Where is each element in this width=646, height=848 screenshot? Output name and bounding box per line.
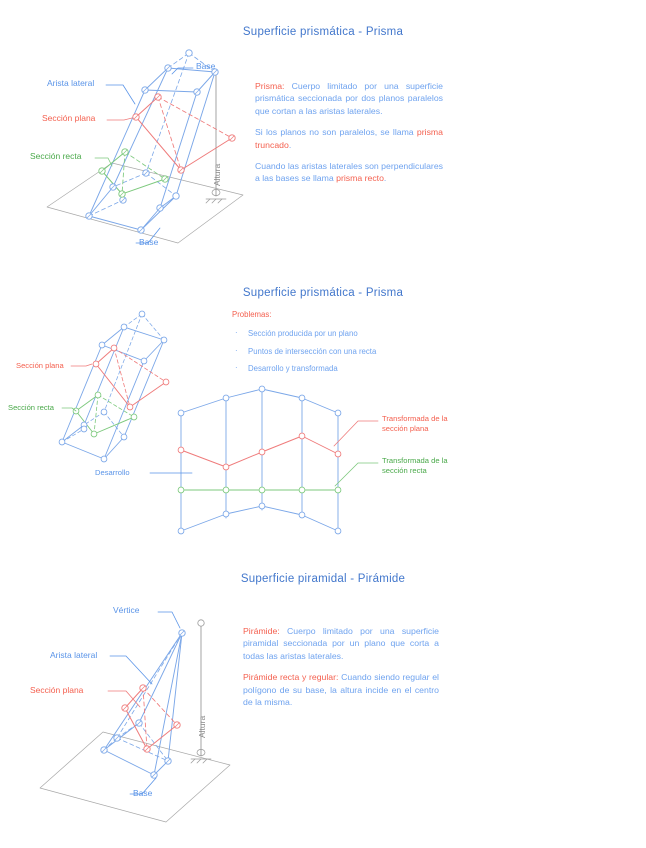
label-altura: Altura bbox=[212, 163, 222, 186]
label2-desarrollo: Desarrollo bbox=[95, 468, 130, 477]
transformada-plana-line2: sección plana bbox=[382, 423, 429, 433]
label2-transformada-plana: Transformada de la sección plana bbox=[382, 414, 492, 433]
transformada-recta-line2: sección recta bbox=[382, 465, 427, 475]
pyramid-edges-blue bbox=[103, 632, 183, 776]
ground-plane-pyramid bbox=[39, 731, 231, 823]
net-top-edge bbox=[180, 388, 339, 414]
prism2-seccion-plana-hidden-red bbox=[113, 347, 167, 408]
problem-item: Desarrollo y transformada bbox=[232, 362, 462, 374]
transformada-recta-line1: Transformada de la bbox=[382, 456, 448, 465]
pyramid-seccion-plana-hidden-red bbox=[142, 687, 178, 750]
term-piramide: Pirámide: bbox=[243, 626, 280, 636]
leader-base-top bbox=[171, 67, 194, 75]
net-nodes bbox=[177, 385, 342, 535]
leader3-seccion-plana bbox=[107, 690, 141, 708]
problems-list: Sección producida por un plano Puntos de… bbox=[232, 327, 462, 374]
figure-1-title: Superficie prismática - Prisma bbox=[242, 26, 404, 38]
problem-item: Sección producida por un plano bbox=[232, 327, 462, 339]
body-truncado-post: . bbox=[288, 139, 292, 150]
label3-arista-lateral: Arista lateral bbox=[50, 650, 98, 660]
label3-seccion-plana: Sección plana bbox=[30, 685, 84, 695]
prism-edges-blue bbox=[88, 67, 216, 231]
problem-item: Puntos de intersección con una recta bbox=[232, 345, 462, 357]
leader3-vertice bbox=[157, 611, 181, 629]
seccion-recta-hidden-green bbox=[121, 151, 166, 195]
prism2-edges-blue bbox=[61, 326, 165, 460]
body-recto-pre: Cuando las aristas laterales son perpend… bbox=[255, 161, 443, 184]
figure-2-title: Superficie prismática - Prisma bbox=[242, 287, 404, 299]
figure-piramide: Superficie piramidal - Pirámide bbox=[0, 560, 646, 848]
leader2-transformada-recta bbox=[334, 462, 379, 487]
body-piramide: Cuerpo limitado por una superficie piram… bbox=[243, 626, 439, 661]
prism-hidden-edges-blue bbox=[88, 52, 216, 217]
figure-3-drawing bbox=[0, 560, 646, 848]
transformada-plana-line1: Transformada de la bbox=[382, 414, 448, 423]
pyramid-node-ticks bbox=[101, 630, 185, 778]
leader2-seccion-plana bbox=[70, 363, 93, 367]
body-piramide-recta-regular: Cuando siendo regular el polígono de su … bbox=[243, 672, 439, 708]
figure2-leader-lines bbox=[61, 363, 379, 487]
height-foot-marker-pyramid bbox=[190, 749, 212, 764]
term-prisma: Prisma: bbox=[255, 81, 285, 91]
figure-1-drawing bbox=[0, 0, 646, 270]
leader-seccion-plana bbox=[106, 117, 133, 121]
label3-vertice: Vértice bbox=[113, 605, 140, 615]
problems-heading: Problemas: bbox=[232, 310, 272, 319]
leader-seccion-recta bbox=[94, 157, 113, 167]
seccion-plana-hidden-red bbox=[157, 96, 233, 171]
paragraph-prisma-recto: Cuando las aristas laterales son perpend… bbox=[255, 160, 443, 185]
figure-3-description: Pirámide: Cuerpo limitado por una superf… bbox=[243, 625, 439, 708]
figure-3-title: Superficie piramidal - Pirámide bbox=[240, 573, 406, 585]
leader2-transformada-plana bbox=[333, 420, 379, 447]
label3-altura: Altura bbox=[197, 715, 207, 738]
label-base-top: Base bbox=[196, 61, 216, 71]
height-foot-marker bbox=[205, 189, 227, 204]
leader-arista-lateral bbox=[105, 84, 136, 105]
leader-lines bbox=[94, 67, 194, 244]
paragraph-piramide: Pirámide: Cuerpo limitado por una superf… bbox=[243, 625, 439, 662]
paragraph-prisma: Prisma: Cuerpo limitado por una superfic… bbox=[255, 80, 443, 117]
label-seccion-plana: Sección plana bbox=[42, 113, 96, 123]
paragraph-prisma-truncado: Si los planos no son paralelos, se llama… bbox=[255, 126, 443, 151]
prism2-hidden-edges-blue bbox=[61, 313, 165, 443]
figure-prisma-2: Superficie prismática - Prisma bbox=[0, 278, 646, 553]
body-prisma: Cuerpo limitado por una superficie prism… bbox=[255, 81, 443, 116]
label-arista-lateral: Arista lateral bbox=[47, 78, 95, 88]
ground-plane bbox=[46, 162, 244, 244]
figure-prisma-1: Superficie prismática - Prisma bbox=[0, 0, 646, 270]
label2-seccion-plana: Sección plana bbox=[16, 361, 64, 370]
label-base-bottom: Base bbox=[139, 237, 159, 247]
net-bottom-edge bbox=[180, 505, 339, 532]
body-truncado-pre: Si los planos no son paralelos, se llama bbox=[255, 127, 417, 138]
term-prisma-truncado: prisma truncado bbox=[255, 127, 443, 150]
label2-transformada-recta: Transformada de la sección recta bbox=[382, 456, 492, 475]
term-prisma-recto: prisma recto bbox=[336, 173, 384, 184]
height-apex-node bbox=[197, 619, 205, 627]
figure-1-description: Prisma: Cuerpo limitado por una superfic… bbox=[255, 80, 443, 185]
leader-base-bottom bbox=[135, 227, 161, 244]
leader3-arista-lateral bbox=[109, 655, 153, 685]
net-generatrices bbox=[180, 388, 339, 532]
body-recto-post: . bbox=[383, 173, 387, 184]
term-piramide-recta-regular: Pirámide recta y regular: bbox=[243, 672, 339, 683]
label-seccion-recta: Sección recta bbox=[30, 151, 82, 161]
vertex-nodes bbox=[85, 49, 236, 234]
leader2-seccion-recta bbox=[61, 407, 77, 412]
figure3-leader-lines bbox=[107, 611, 181, 795]
leader3-base bbox=[129, 777, 157, 795]
figure-2-drawing bbox=[0, 278, 646, 553]
prism2-seccion-recta-hidden-green bbox=[93, 394, 135, 435]
node-ticks bbox=[86, 65, 235, 233]
paragraph-piramide-recta-regular: Pirámide recta y regular: Cuando siendo … bbox=[243, 671, 439, 708]
figure-2-problems: Problemas: Sección producida por un plan… bbox=[232, 309, 462, 381]
prism2-seccion-plana-red bbox=[95, 347, 167, 408]
label2-seccion-recta: Sección recta bbox=[8, 403, 55, 412]
prism2-nodes bbox=[58, 310, 170, 463]
label3-base: Base bbox=[133, 788, 153, 798]
